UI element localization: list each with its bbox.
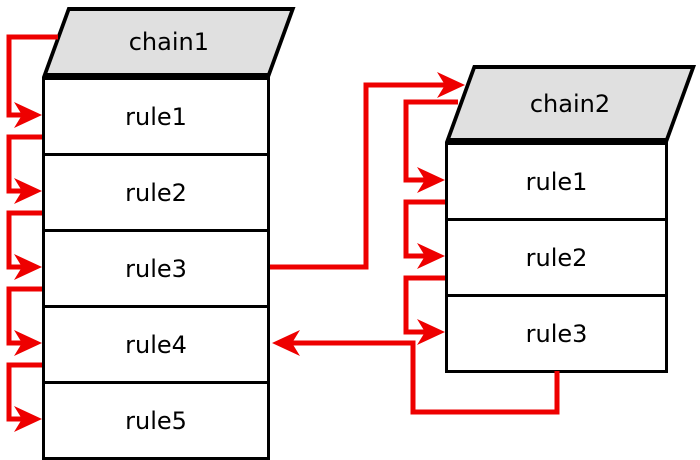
- chain1-rules: rule1 rule2 rule3 rule4 rule5: [42, 77, 270, 460]
- rule-label: rule3: [125, 254, 187, 283]
- rule-label: rule1: [125, 102, 187, 131]
- chain1-header: chain1: [42, 7, 296, 77]
- rule-label: rule2: [125, 178, 187, 207]
- chain1-title: chain1: [128, 28, 209, 56]
- chain1-rule-box: rule4: [42, 305, 270, 384]
- chain1-rule-box: rule2: [42, 153, 270, 232]
- chain1-rule-box: rule5: [42, 381, 270, 460]
- rule-label: rule5: [125, 406, 187, 435]
- chain2-rule-box: rule1: [445, 142, 668, 221]
- chain1-rule-box: rule3: [42, 229, 270, 308]
- chain2-title: chain2: [530, 89, 611, 118]
- rule-label: rule2: [525, 243, 588, 272]
- chain2-header: chain2: [445, 65, 697, 142]
- arrow-chain1-rule2-to-rule3: [6, 210, 42, 280]
- chain1-rule-box: rule1: [42, 77, 270, 156]
- chain2-rule-box: rule2: [445, 218, 668, 297]
- chain2-rule-box: rule3: [445, 294, 668, 373]
- arrow-chain1-rule4-to-rule5: [6, 362, 42, 432]
- chain2-rules: rule1 rule2 rule3: [445, 142, 668, 373]
- rule-label: rule1: [525, 167, 588, 196]
- arrow-chain2-rule1-to-rule2: [403, 199, 445, 269]
- arrow-chain2-rule2-to-rule3: [403, 275, 445, 345]
- arrow-chain1-rule3-to-rule4: [6, 286, 42, 356]
- rule-label: rule4: [125, 330, 187, 359]
- arrow-jump-chain1-rule3-to-chain2: [270, 72, 465, 270]
- rule-label: rule3: [525, 319, 588, 348]
- arrow-chain1-rule1-to-rule2: [6, 134, 42, 204]
